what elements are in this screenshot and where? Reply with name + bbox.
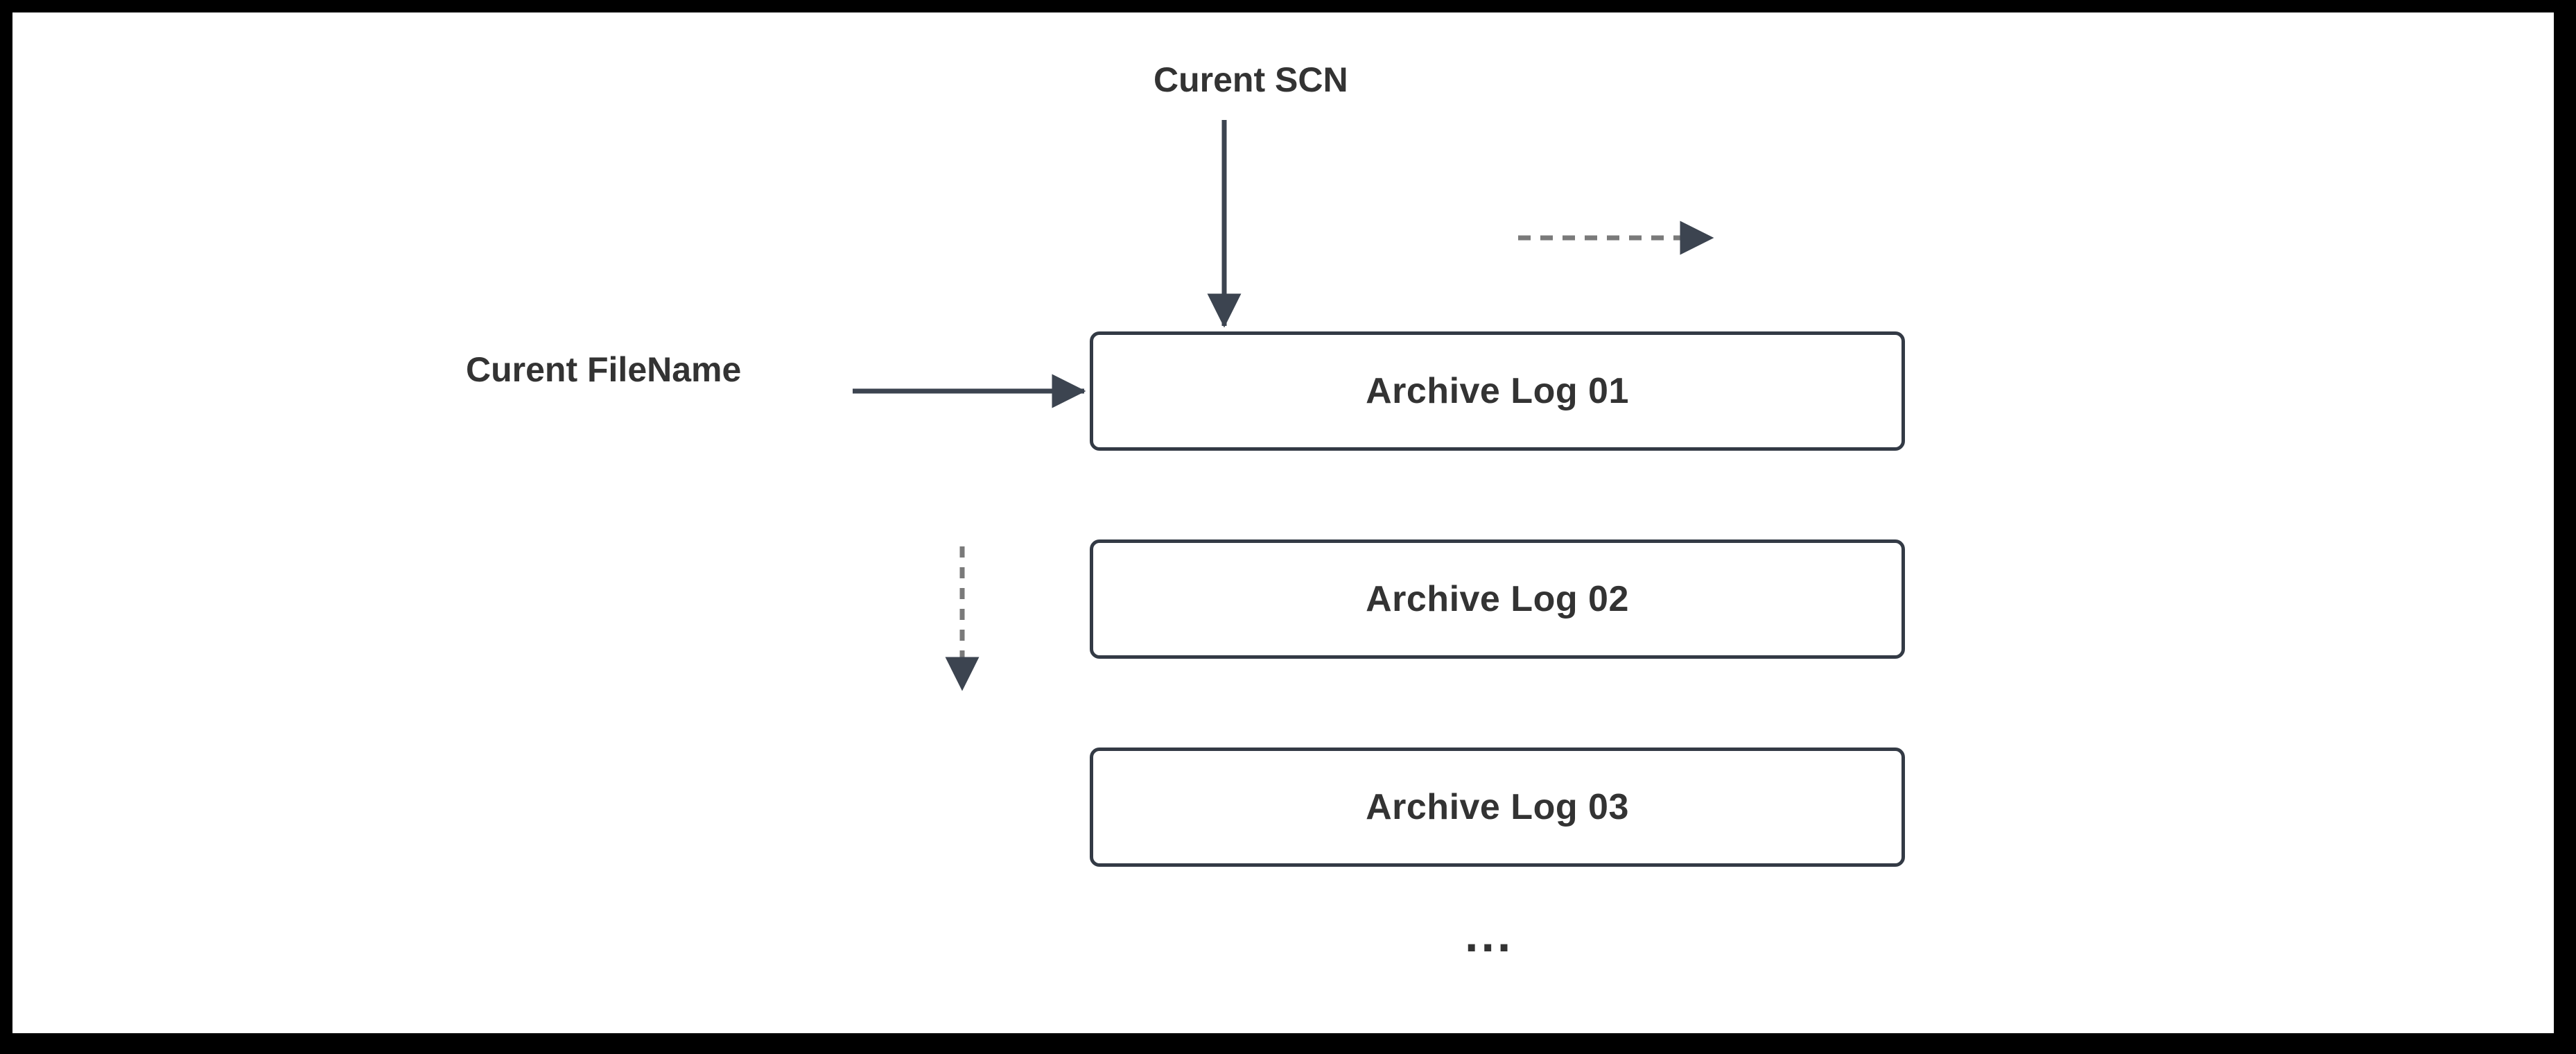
more-logs-ellipsis: ... bbox=[1465, 908, 1514, 962]
archive-log-03-label: Archive Log 03 bbox=[1366, 787, 1629, 827]
archive-log-01-box[interactable]: Archive Log 01 bbox=[1090, 331, 1905, 451]
archive-log-02-box[interactable]: Archive Log 02 bbox=[1090, 539, 1905, 659]
label-current-filename: Curent FileName bbox=[466, 350, 742, 389]
diagram-canvas: Curent SCN Curent FileName Archive Log 0… bbox=[12, 12, 2554, 1033]
archive-log-01-label: Archive Log 01 bbox=[1366, 371, 1629, 411]
archive-log-02-label: Archive Log 02 bbox=[1366, 579, 1629, 619]
label-current-scn: Curent SCN bbox=[1154, 60, 1348, 99]
connector-layer bbox=[853, 120, 1714, 691]
archive-log-03-box[interactable]: Archive Log 03 bbox=[1090, 748, 1905, 867]
